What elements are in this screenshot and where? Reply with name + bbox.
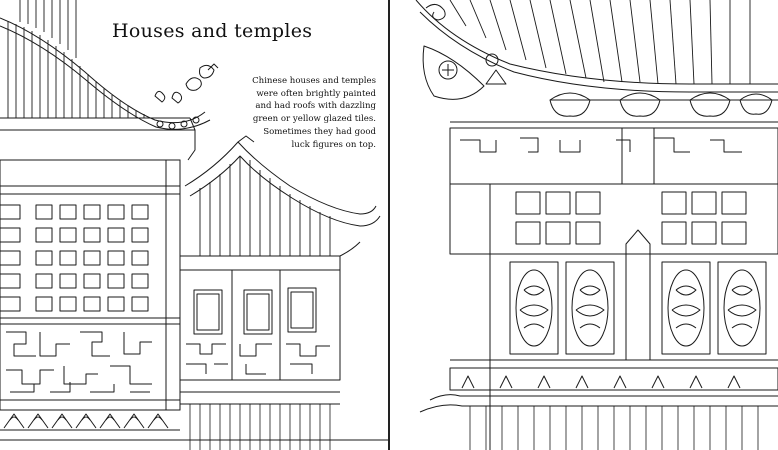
book-spine: [388, 0, 390, 450]
luck-figures: [154, 63, 219, 104]
caption-line: green or yellow glazed tiles.: [252, 114, 376, 125]
page-title: Houses and temples: [112, 20, 313, 42]
temple-base: [419, 359, 778, 450]
house-illustration: [0, 0, 388, 450]
caption-line: were often brightly painted: [256, 88, 376, 99]
left-wall: [0, 159, 181, 431]
caption-line: Sometimes they had good: [263, 126, 376, 137]
ornate-panels: [509, 261, 767, 355]
left-page: Houses and temples Chinese houses and te…: [0, 0, 388, 450]
caption-line: Chinese houses and temples: [252, 76, 376, 86]
temple-eave: [415, 0, 778, 129]
caption-line: luck figures on top.: [291, 139, 376, 150]
main-roof: [0, 0, 219, 161]
carved-brackets: [422, 45, 773, 117]
caption-line: and had roofs with dazzling: [255, 101, 376, 112]
caption-text: Chinese houses and temples were often br…: [226, 75, 376, 151]
window-rows: [449, 183, 778, 360]
pavilion: [0, 135, 388, 450]
right-page: [390, 0, 778, 450]
temple-illustration: [415, 0, 778, 450]
